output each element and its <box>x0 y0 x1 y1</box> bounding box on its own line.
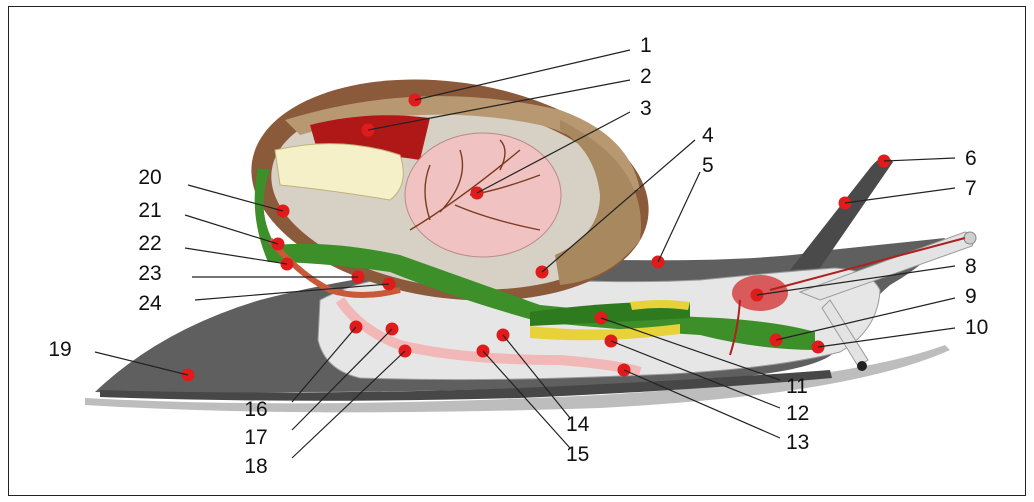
label-number-20: 20 <box>138 166 161 189</box>
leader-line-1 <box>415 50 630 100</box>
label-number-5: 5 <box>702 154 714 177</box>
label-number-6: 6 <box>965 147 977 170</box>
label-number-9: 9 <box>965 285 977 308</box>
tentacle-tip <box>964 232 976 244</box>
tentacle-tip-lower <box>857 361 867 371</box>
label-number-24: 24 <box>138 292 162 315</box>
label-number-16: 16 <box>244 398 267 421</box>
label-number-22: 22 <box>138 232 161 255</box>
label-number-18: 18 <box>244 455 267 478</box>
label-number-23: 23 <box>138 262 161 285</box>
label-number-17: 17 <box>244 426 267 449</box>
label-number-11: 11 <box>786 375 808 398</box>
label-number-15: 15 <box>566 443 589 466</box>
label-number-13: 13 <box>786 431 809 454</box>
label-number-4: 4 <box>702 124 714 147</box>
label-number-21: 21 <box>138 199 161 222</box>
label-number-2: 2 <box>640 65 652 88</box>
leader-line-5 <box>658 172 700 262</box>
label-number-1: 1 <box>640 34 652 57</box>
leader-line-6 <box>884 158 955 161</box>
label-number-3: 3 <box>640 97 652 120</box>
label-number-14: 14 <box>566 413 590 436</box>
label-number-19: 19 <box>48 338 71 361</box>
label-number-12: 12 <box>786 402 809 425</box>
label-number-8: 8 <box>965 255 977 278</box>
label-number-7: 7 <box>965 177 977 200</box>
label-number-10: 10 <box>965 316 988 339</box>
